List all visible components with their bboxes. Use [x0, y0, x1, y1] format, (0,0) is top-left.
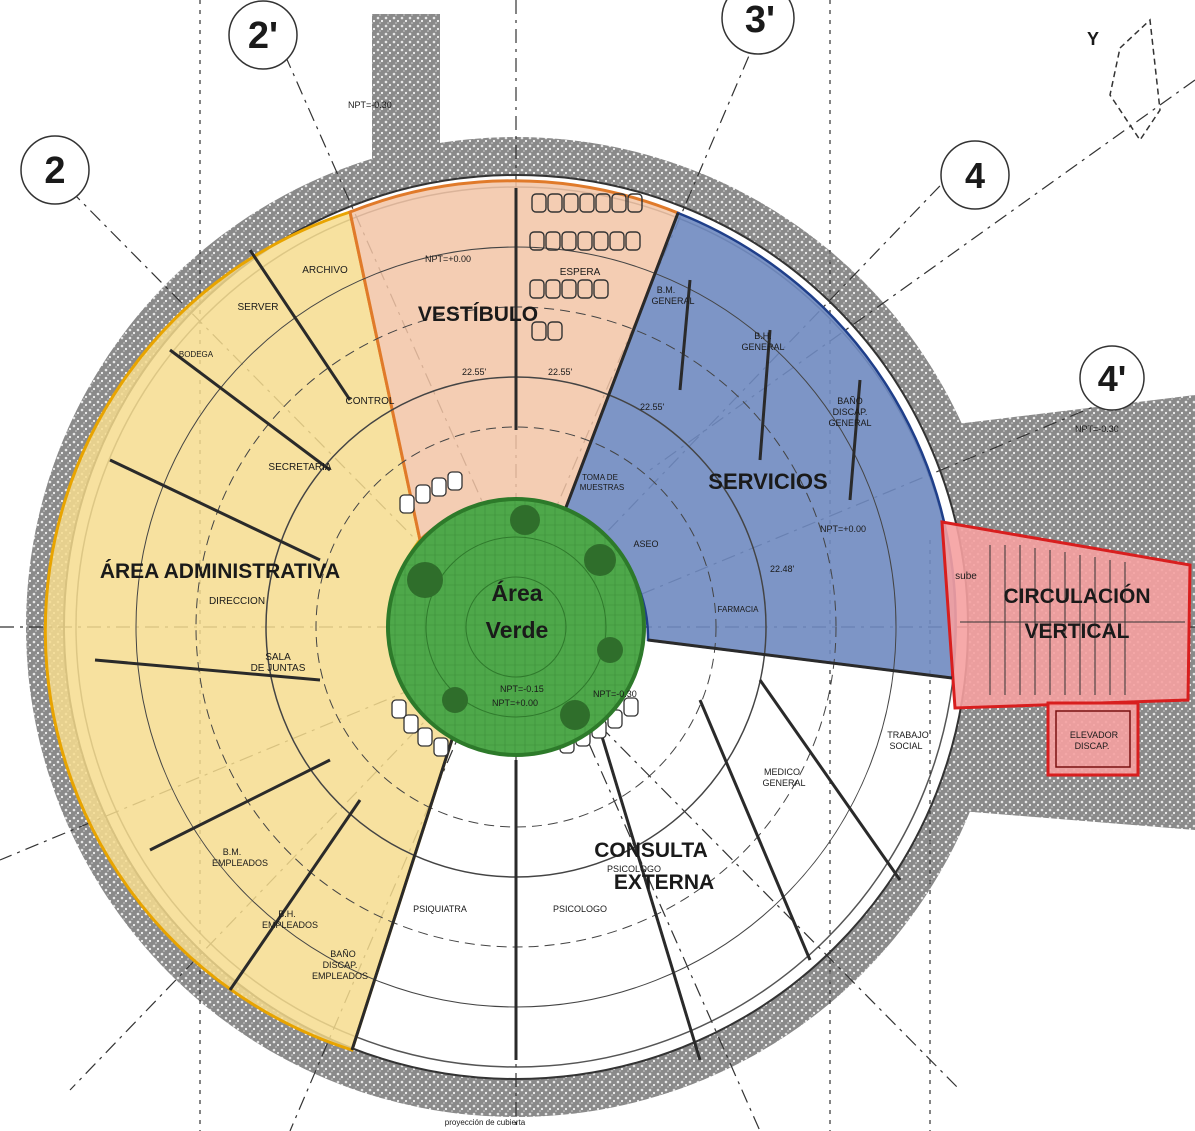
room-medico-2: GENERAL	[762, 778, 805, 788]
dimension-labels: 22.55' 22.55' 22.55' 22.48'	[462, 367, 795, 574]
room-bh-empleados-1: B.H.	[278, 909, 296, 919]
axis-label-2prime: 2'	[248, 15, 278, 57]
room-bano-discap-emp-3: EMPLEADOS	[312, 971, 368, 981]
room-trabajo-social-2: SOCIAL	[889, 741, 922, 751]
zone-circulacion	[940, 520, 1192, 777]
room-bm-general-2: GENERAL	[651, 296, 694, 306]
room-bano-discap-gen-1: BAÑO	[837, 396, 863, 406]
axis-label-4prime: 4'	[1098, 358, 1127, 399]
room-trabajo-social-1: TRABAJO	[887, 730, 929, 740]
waiting-chairs	[529, 193, 643, 341]
room-bano-discap-gen-3: GENERAL	[828, 418, 871, 428]
room-bano-discap-emp-2: DISCAP.	[323, 960, 358, 970]
room-bodega: BODEGA	[179, 350, 214, 359]
room-bm-general-1: B.M.	[657, 285, 676, 295]
room-bano-discap-emp-1: BAÑO	[330, 949, 356, 959]
label-vestibulo: VESTÍBULO	[418, 303, 538, 326]
room-juntas: DE JUNTAS	[251, 663, 306, 674]
level-markers: NPT=-0.30 NPT=+0.00 NPT=+0.00 NPT=-0.30 …	[348, 100, 1119, 708]
room-secretaria: SECRETARIA	[268, 462, 331, 473]
room-elevador-1: ELEVADOR	[1070, 730, 1119, 740]
dim-3: 22.55'	[640, 402, 665, 412]
axis-bubbles	[20, 0, 1161, 411]
partition-walls	[94, 188, 953, 1061]
room-toma-2: MUESTRAS	[580, 483, 624, 492]
dim-4: 22.48'	[770, 564, 795, 574]
axis-label-2: 2	[44, 150, 65, 192]
label-area-verde-line2: Verde	[486, 617, 549, 643]
level-npt-consulta: NPT=+0.00	[492, 698, 538, 708]
room-bh-empleados-2: EMPLEADOS	[262, 920, 318, 930]
label-area-verde-line1: Área	[491, 579, 542, 606]
label-consulta-line1: CONSULTA	[594, 839, 708, 862]
room-toma-1: TOMA DE	[582, 473, 618, 482]
garden-chairs	[391, 471, 639, 757]
room-farmacia: FARMACIA	[718, 605, 760, 614]
label-administrativa: ÁREA ADMINISTRATIVA	[100, 560, 340, 583]
label-consulta-line2: EXTERNA	[614, 871, 714, 894]
room-direccion: DIRECCION	[209, 596, 265, 607]
room-psiquiatra: PSIQUIATRA	[413, 904, 467, 914]
room-bm-empleados-1: B.M.	[223, 847, 242, 857]
label-circulacion-line2: VERTICAL	[1025, 620, 1130, 643]
room-aseo: ASEO	[633, 539, 658, 549]
room-archivo: ARCHIVO	[302, 265, 348, 276]
room-labels: ARCHIVO SERVER BODEGA CONTROL SECRETARIA…	[179, 265, 1119, 1127]
room-psicologo-a: PSICOLOGO	[607, 864, 661, 874]
dim-2: 22.55'	[548, 367, 573, 377]
room-medico-1: MEDICO	[764, 767, 800, 777]
level-npt-garden: NPT=-0.15	[500, 684, 544, 694]
room-sala: SALA	[265, 652, 291, 663]
room-psicologo-b: PSICOLOGO	[553, 904, 607, 914]
room-control: CONTROL	[346, 396, 395, 407]
label-servicios: SERVICIOS	[708, 469, 827, 494]
garden-area	[386, 497, 646, 757]
room-bh-general-2: GENERAL	[741, 342, 784, 352]
room-bm-empleados-2: EMPLEADOS	[212, 858, 268, 868]
dim-1: 22.55'	[462, 367, 487, 377]
room-bano-discap-gen-2: DISCAP.	[833, 407, 868, 417]
room-espera: ESPERA	[560, 267, 601, 278]
room-sube: sube	[955, 571, 977, 582]
level-npt-serv: NPT=+0.00	[820, 524, 866, 534]
level-npt-right: NPT=-0.30	[1075, 424, 1119, 434]
axis-label-3prime: 3'	[745, 0, 775, 41]
room-proyeccion: proyección de cubierta	[445, 1118, 526, 1127]
level-npt-top: NPT=-0.30	[348, 100, 392, 110]
axis-label-4: 4	[965, 155, 985, 196]
level-npt-consulta-2: NPT=-0.30	[593, 689, 637, 699]
level-npt-vest: NPT=+0.00	[425, 254, 471, 264]
room-bh-general-1: B.H.	[754, 331, 772, 341]
room-elevador-2: DISCAP.	[1075, 741, 1110, 751]
axis-label-y: Y	[1087, 29, 1099, 49]
label-circulacion-line1: CIRCULACIÓN	[1004, 584, 1151, 608]
room-server: SERVER	[238, 302, 279, 313]
